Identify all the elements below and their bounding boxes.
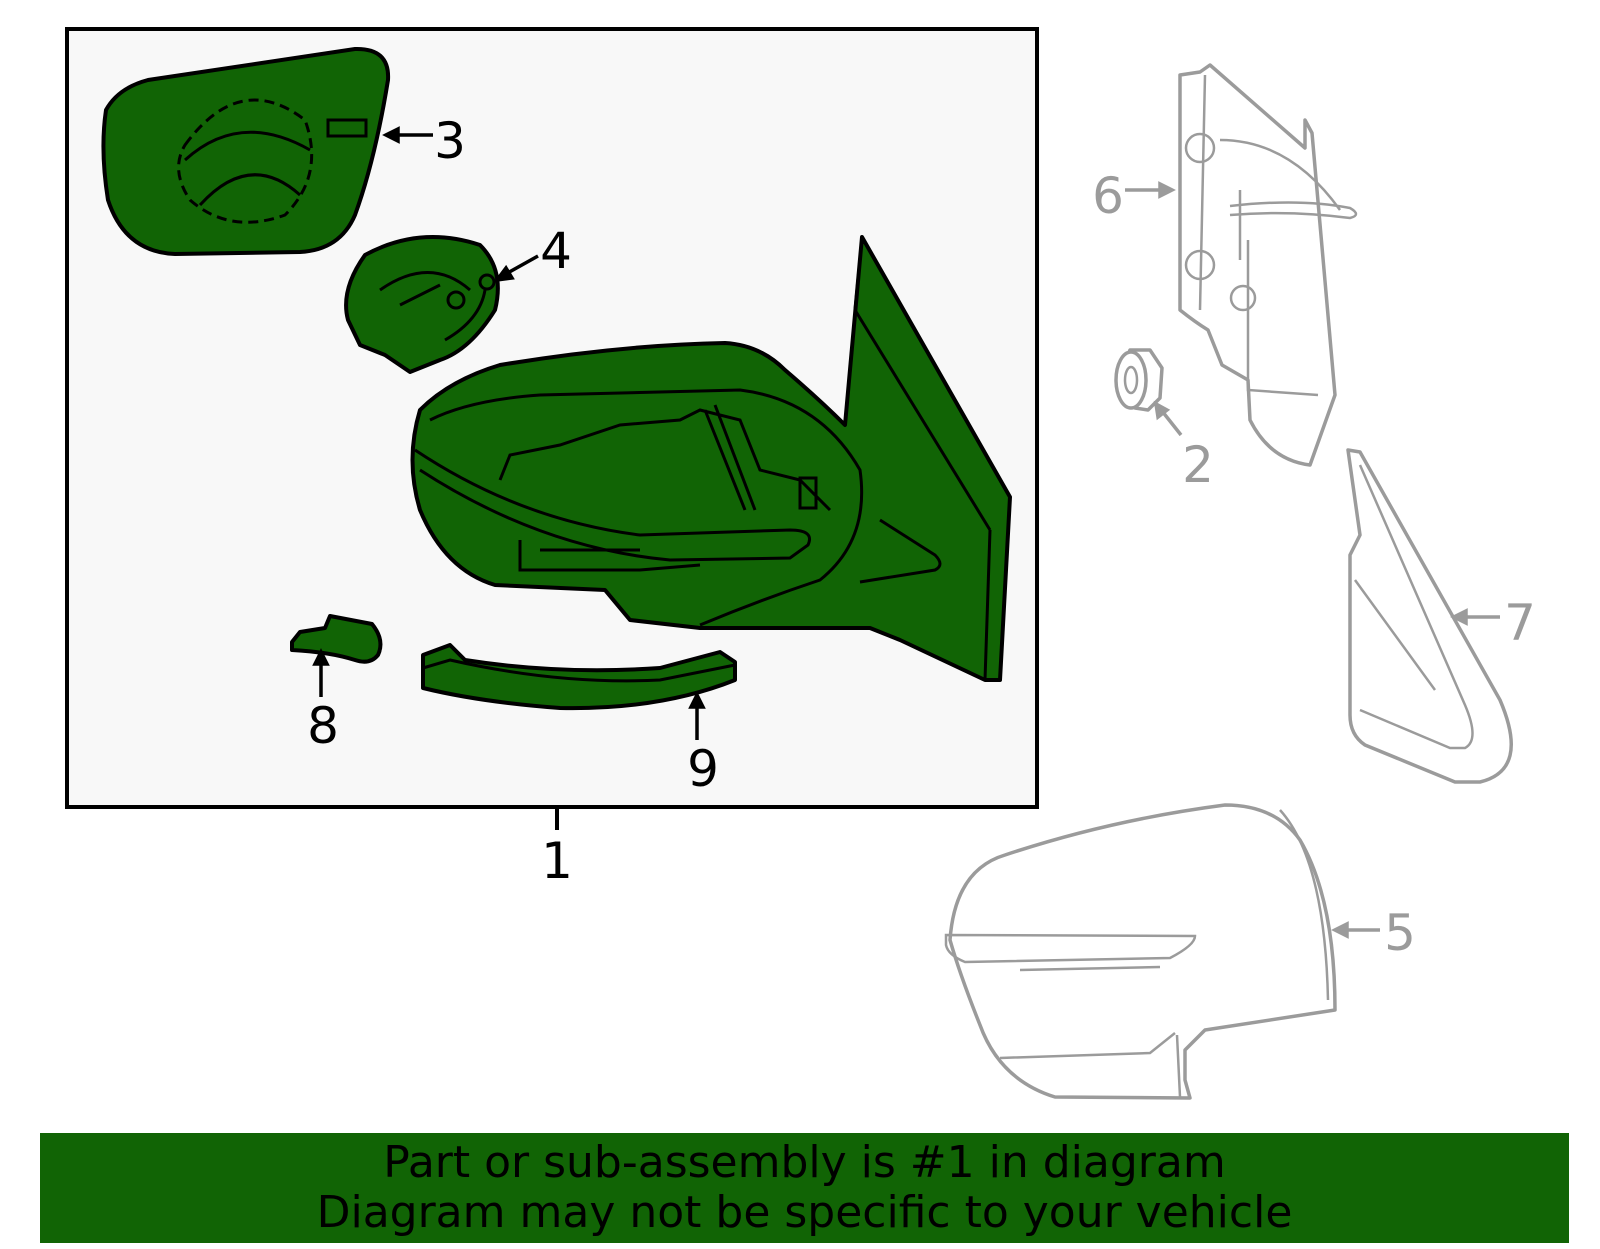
callout-5: 5 — [1384, 904, 1416, 962]
part-4-actuator[interactable] — [344, 235, 500, 374]
part-1-mirror-housing[interactable] — [410, 235, 1012, 682]
part-7-gasket[interactable] — [1346, 448, 1513, 784]
part-9-turn-signal[interactable] — [421, 643, 737, 711]
info-banner: Part or sub-assembly is #1 in diagram Di… — [40, 1133, 1569, 1243]
callout-3: 3 — [434, 112, 466, 170]
callout-2: 2 — [1182, 436, 1214, 494]
banner-line-2: Diagram may not be specific to your vehi… — [316, 1187, 1293, 1238]
part-5-mirror-cover[interactable] — [944, 803, 1337, 1100]
part-6-mirror-base[interactable] — [1178, 63, 1358, 467]
part-2-nut[interactable] — [1114, 348, 1164, 412]
callout-6: 6 — [1092, 167, 1124, 225]
callout-9: 9 — [687, 740, 719, 798]
part-3-mirror-glass[interactable] — [101, 46, 391, 256]
callout-8: 8 — [307, 697, 339, 755]
callout-1: 1 — [541, 832, 573, 890]
callout-4: 4 — [540, 222, 572, 280]
callout-7: 7 — [1504, 594, 1536, 652]
banner-line-1: Part or sub-assembly is #1 in diagram — [383, 1137, 1226, 1188]
